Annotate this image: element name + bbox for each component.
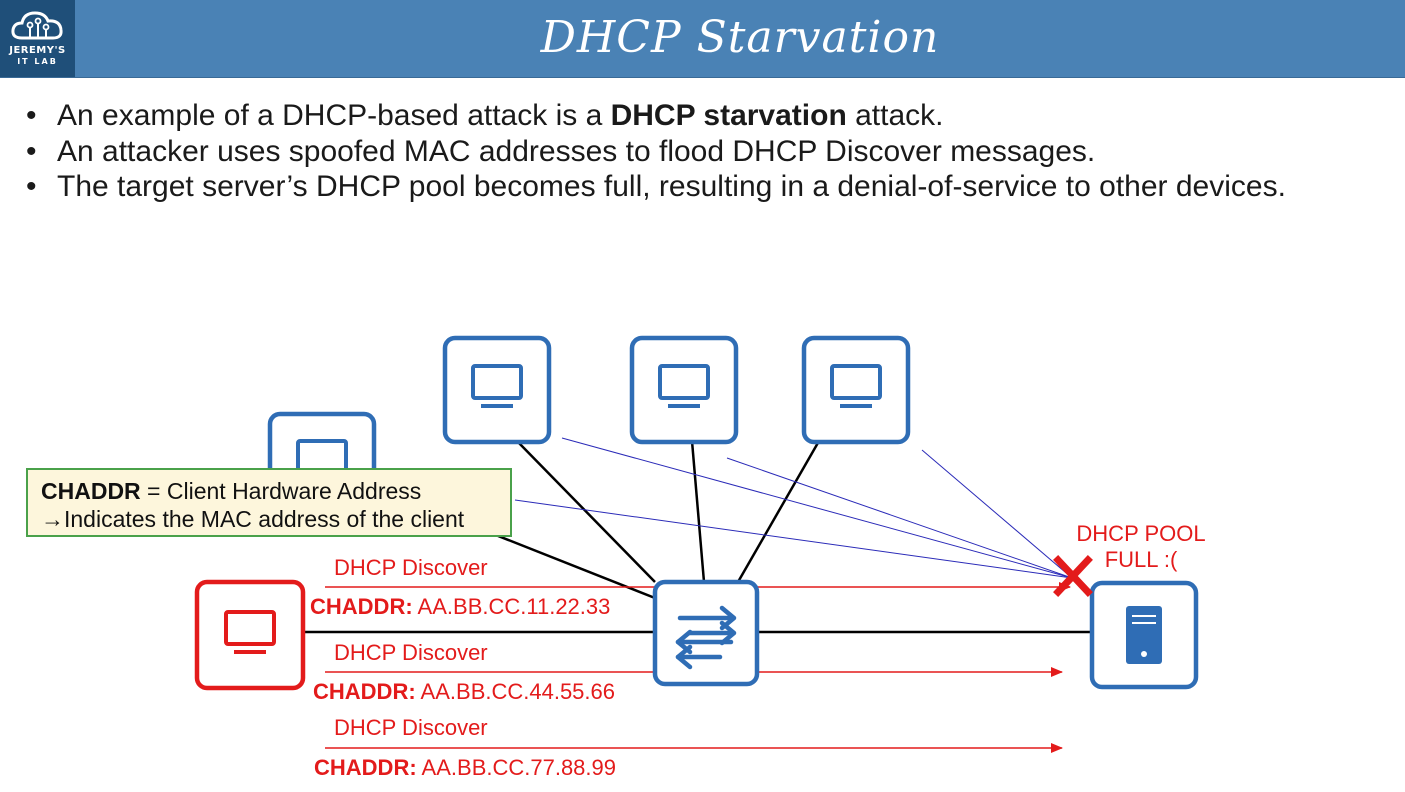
bullet-bold-text: DHCP starvation [610,99,847,132]
discover-label: DHCP Discover [334,640,488,665]
bullet-text: The target server’s DHCP pool becomes fu… [57,170,1286,203]
bullet-text: An attacker uses spoofed MAC addresses t… [57,134,1096,168]
pc-device [801,335,911,445]
blocked-request-line [561,437,1073,579]
switch-device [652,579,760,687]
x-mark-icon [1053,555,1093,597]
discover-label: DHCP Discover [334,715,488,740]
chaddr-key: CHADDR: [314,755,417,780]
chaddr-key: CHADDR: [313,679,416,704]
bullet-item: •An example of a DHCP-based attack is a … [26,99,944,132]
bullet-list: •An example of a DHCP-based attack is a … [26,98,1396,205]
slide-title: DHCP Starvation [540,12,940,63]
pc-device [442,335,552,445]
bullet-item: •An attacker uses spoofed MAC addresses … [26,134,1096,168]
chaddr-definition-callout: CHADDR = Client Hardware Address →Indica… [26,468,512,537]
blocked-request-line [726,457,1073,579]
chaddr-value: AA.BB.CC.77.88.99 [416,755,616,780]
cloud-circuit-icon [11,11,63,40]
callout-line1: CHADDR = Client Hardware Address [41,477,510,505]
chaddr-label: CHADDR: AA.BB.CC.44.55.66 [313,679,615,705]
callout-term: CHADDR [41,478,141,504]
blocked-request-line [921,449,1073,579]
attacker-pc-device [194,579,306,691]
bullet-text: An example of a DHCP-based attack is a [57,99,611,132]
link-pc3-switch [736,440,821,583]
chaddr-key: CHADDR: [310,594,413,619]
callout-definition: = Client Hardware Address [140,478,422,504]
switch-arrows-icon [675,605,737,670]
dhcp-server-device [1089,580,1199,690]
chaddr-label: CHADDR: AA.BB.CC.11.22.33 [310,594,610,620]
logo-line1: JEREMY'S [9,45,66,56]
bullet-text-tail: attack. [846,99,944,132]
discover-label: DHCP Discover [334,555,488,580]
chaddr-value: AA.BB.CC.11.22.33 [412,594,611,619]
chaddr-label: CHADDR: AA.BB.CC.77.88.99 [314,755,616,781]
pool-status-line2: FULL :( [1104,547,1178,572]
title-bar: JEREMY'S IT LAB DHCP Starvation [0,0,1405,78]
jeremys-it-lab-logo: JEREMY'S IT LAB [0,0,75,77]
pool-status-label: DHCP POOL FULL :( [1074,521,1208,573]
pc-device [629,335,739,445]
bullet-item: •The target server’s DHCP pool becomes f… [26,170,1286,203]
logo-line2: IT LAB [17,57,58,66]
callout-line2: →Indicates the MAC address of the client [41,506,465,532]
link-pc2-switch [690,440,706,583]
pool-status-line1: DHCP POOL [1076,521,1206,546]
server-tower-icon [1126,606,1162,664]
link-pc1-switch [516,440,656,583]
blocked-request-line [514,499,1073,579]
chaddr-value: AA.BB.CC.44.55.66 [415,679,615,704]
